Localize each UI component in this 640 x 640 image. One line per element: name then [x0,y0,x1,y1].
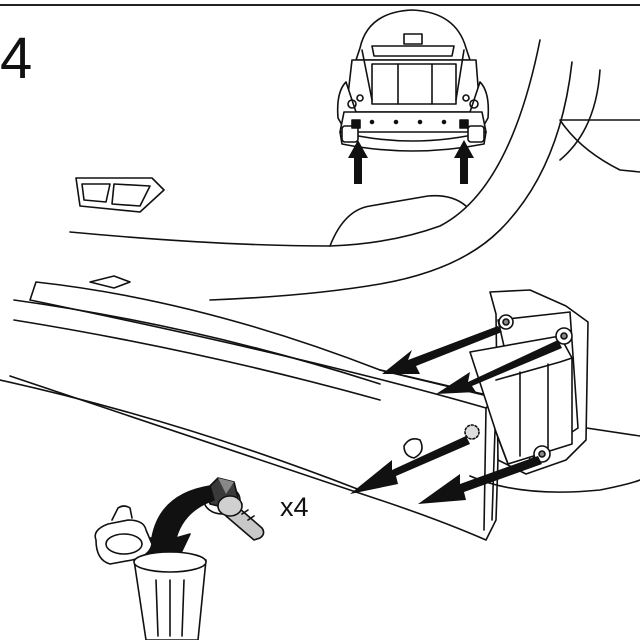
mounting-bracket [464,289,589,475]
rear-body-panel [69,39,640,493]
car-rear-open-trunk-icon [336,9,490,152]
quantity-label: x4 [280,492,309,522]
pointer-arrow-icon [348,140,474,184]
bumper-reinforcement-beam [0,275,501,541]
waste-bin-icon [94,505,207,640]
flange-bolt-icon [203,477,265,541]
top-border-line [0,4,640,6]
removal-arrow-icon [350,326,562,504]
step-number: 4 [0,26,33,91]
lamp-recess [75,177,165,213]
